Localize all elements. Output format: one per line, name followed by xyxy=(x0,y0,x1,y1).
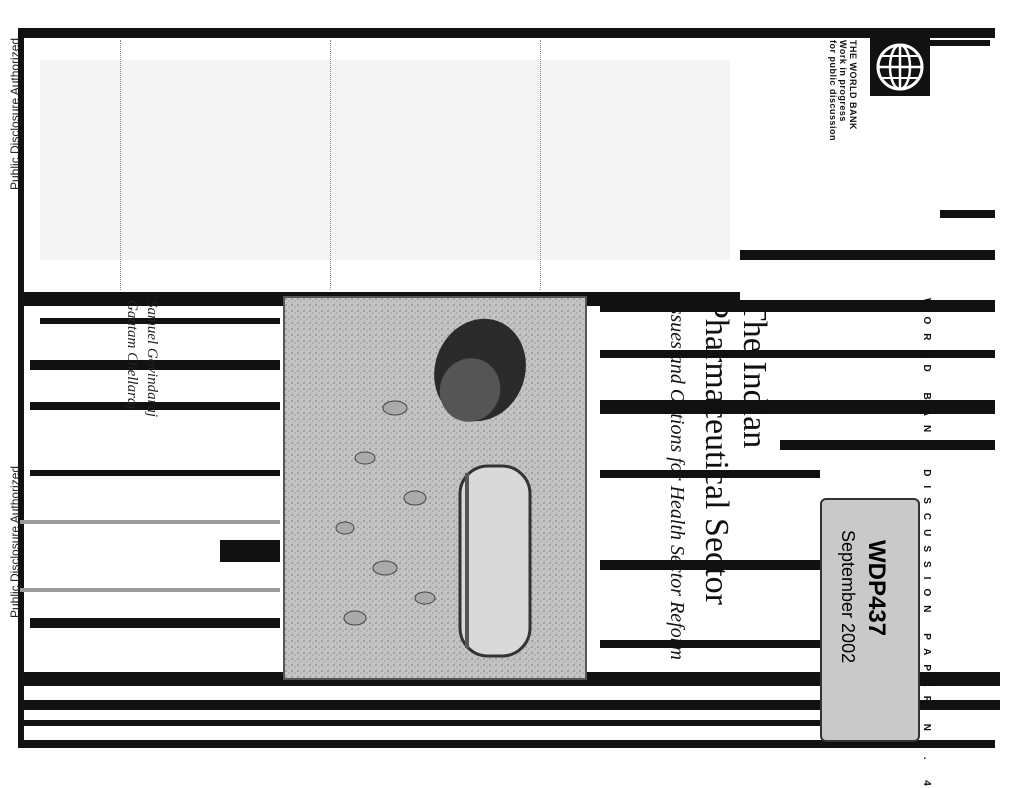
cover-title-line1: The Indian xyxy=(736,300,773,449)
scan-band-grey-1 xyxy=(20,520,280,524)
cover-title-line2: Pharmaceutical Sector xyxy=(698,300,735,605)
publisher-line3: for public discussion xyxy=(828,40,838,142)
scan-band-right-6 xyxy=(600,400,995,414)
scan-band-row-4 xyxy=(30,470,280,476)
scan-band-right-10 xyxy=(600,640,820,648)
scan-band-right-5 xyxy=(600,350,995,358)
cover-subtitle: Issues and Options for Health Sector Ref… xyxy=(666,300,688,660)
series-label: WORLD BANK DISCUSSION PAPER NO. 437 xyxy=(921,298,932,788)
scan-speckle-area xyxy=(40,60,730,260)
cover-photo xyxy=(283,296,587,680)
scan-band-right-3 xyxy=(740,250,995,260)
scan-band-right-9 xyxy=(600,560,820,570)
wdp-number: WDP437 xyxy=(863,540,890,637)
scan-dotted-line-3 xyxy=(540,40,541,290)
scan-band-row-2 xyxy=(30,360,280,370)
scan-band-top xyxy=(20,28,995,38)
scan-band-right-4 xyxy=(600,300,995,312)
scan-dotted-line-1 xyxy=(120,40,121,290)
scan-band-right-8 xyxy=(600,470,820,478)
globe-icon xyxy=(876,43,924,91)
publisher-line2: Work in progress xyxy=(838,40,848,122)
wdp-badge xyxy=(820,498,920,742)
publisher-block: THE WORLD BANK Work in progress for publ… xyxy=(828,40,858,141)
scan-band-row-6 xyxy=(30,618,280,628)
scan-band-row-3 xyxy=(30,402,280,410)
scan-dotted-line-2 xyxy=(330,40,331,290)
publisher-name: THE WORLD BANK xyxy=(848,40,858,130)
scan-band-row-1 xyxy=(40,318,280,324)
pill-bottle-icon xyxy=(285,298,585,678)
scan-band-right-2 xyxy=(940,210,995,218)
scan-band-row-5 xyxy=(220,540,280,562)
public-disclosure-stamp-top: Public Disclosure Authorized xyxy=(8,37,22,190)
wdp-date: September 2002 xyxy=(838,530,858,664)
scan-band-left xyxy=(18,28,24,748)
scan-band-right-7 xyxy=(780,440,995,450)
world-bank-logo xyxy=(870,38,930,96)
public-disclosure-stamp-bottom: Public Disclosure Authorized xyxy=(8,465,22,618)
scan-band-lower-2 xyxy=(20,700,1000,710)
scan-band-grey-2 xyxy=(20,588,280,592)
author-2: Gautam Chellaraj xyxy=(124,300,140,410)
scan-band-lower-3 xyxy=(20,720,820,726)
scan-band-right-1 xyxy=(930,40,990,46)
scan-band-bottom xyxy=(20,740,995,748)
author-1: Samuel Govindaraj xyxy=(144,300,160,418)
